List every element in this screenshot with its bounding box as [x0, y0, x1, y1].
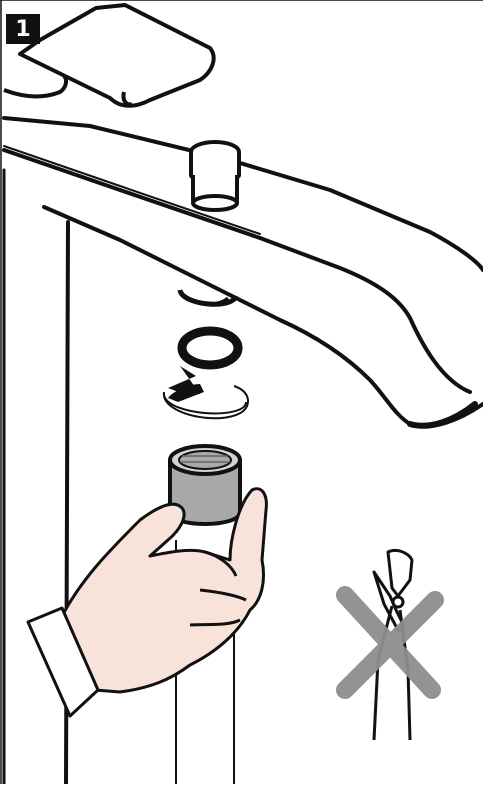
diverter-knob — [191, 142, 239, 210]
hand — [28, 489, 266, 716]
step-number-badge: 1 — [6, 14, 40, 44]
washer-ring — [182, 331, 238, 365]
counterclockwise-arrow-icon — [164, 366, 248, 418]
pliers-crossed-out-icon — [345, 550, 435, 740]
